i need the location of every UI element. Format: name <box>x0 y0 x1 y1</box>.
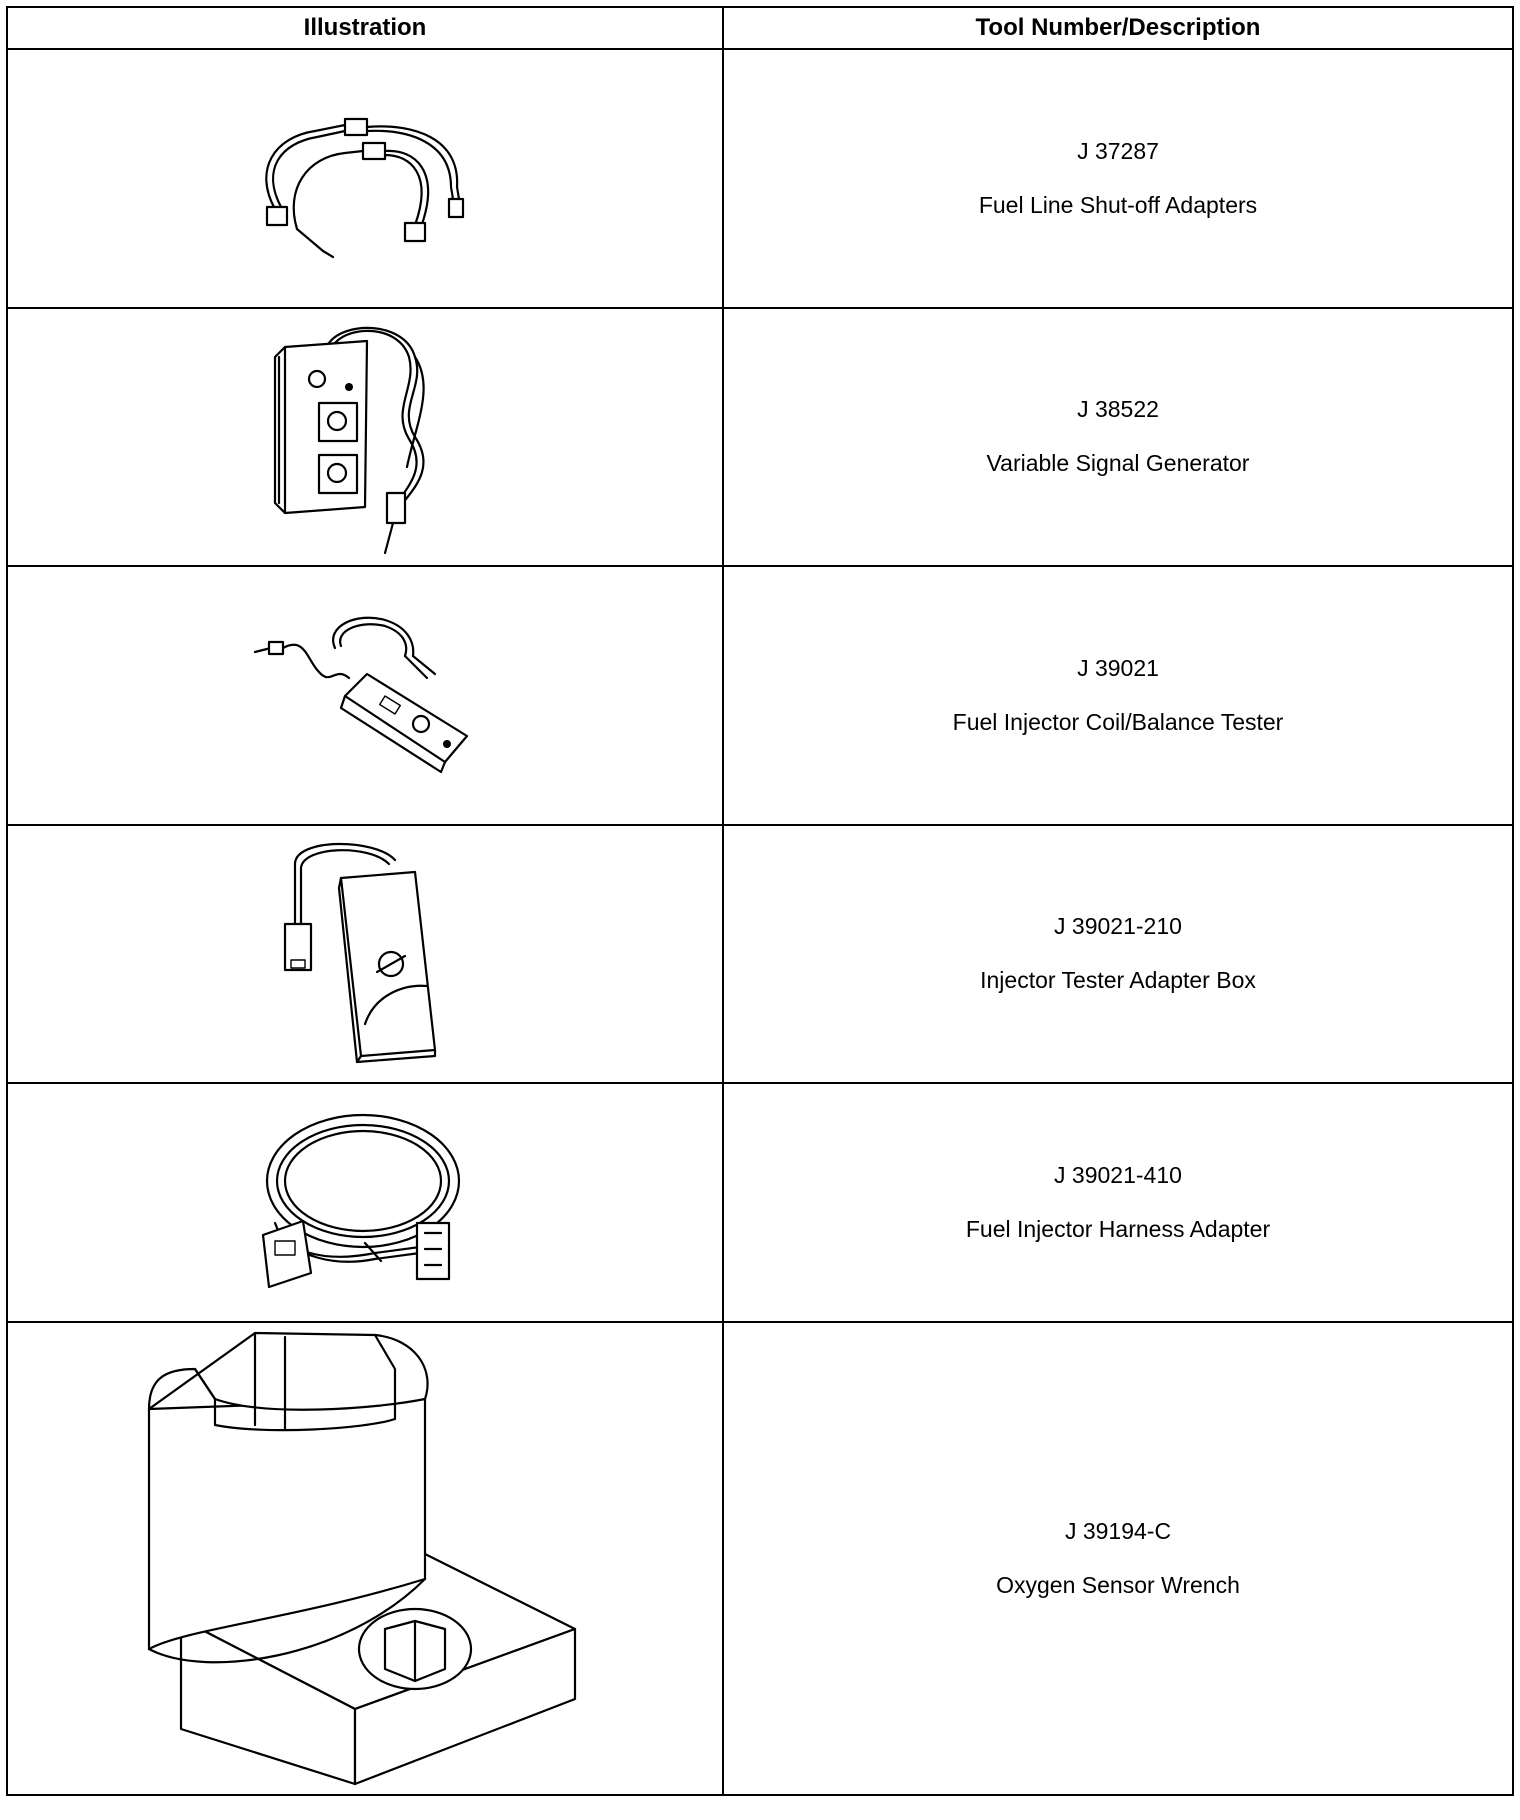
table-row: J 39194-C Oxygen Sensor Wrench <box>6 1321 1514 1796</box>
illustration-cell <box>6 307 724 567</box>
tool-number: J 39021-210 <box>1054 913 1182 940</box>
injector-tester-adapter-box-icon <box>283 842 437 1064</box>
tool-description: Fuel Line Shut-off Adapters <box>978 191 1258 218</box>
tool-number: J 39021 <box>1077 654 1159 681</box>
table-row: J 38522 Variable Signal Generator <box>6 307 1514 567</box>
illustration-cell <box>6 48 724 309</box>
injector-balance-tester-icon <box>253 616 469 773</box>
table-row: J 39021-210 Injector Tester Adapter Box <box>6 824 1514 1084</box>
oxygen-sensor-wrench-icon <box>147 1331 577 1785</box>
tool-description-cell: J 39021-410 Fuel Injector Harness Adapte… <box>722 1082 1514 1323</box>
tool-number: J 39194-C <box>1064 1517 1172 1544</box>
tool-number: J 38522 <box>1077 396 1159 423</box>
tool-number: J 37287 <box>1077 137 1159 164</box>
tool-description-cell: J 38522 Variable Signal Generator <box>722 307 1514 567</box>
table-row: J 39021-410 Fuel Injector Harness Adapte… <box>6 1082 1514 1323</box>
injector-harness-adapter-icon <box>261 1113 461 1288</box>
illustration-cell <box>6 565 724 826</box>
tool-description: Fuel Injector Coil/Balance Tester <box>952 708 1284 735</box>
tool-description: Variable Signal Generator <box>986 450 1250 476</box>
variable-signal-generator-icon <box>273 326 425 555</box>
tool-description-cell: J 39194-C Oxygen Sensor Wrench <box>722 1321 1514 1796</box>
table-row: J 39021 Fuel Injector Coil/Balance Teste… <box>6 565 1514 826</box>
illustration-cell <box>6 1082 724 1323</box>
tool-number: J 39021-410 <box>1054 1161 1182 1188</box>
special-tools-table: Illustration Tool Number/Description <box>6 6 1514 1796</box>
tool-description: Fuel Injector Harness Adapter <box>965 1215 1271 1242</box>
illustration-cell <box>6 824 724 1084</box>
tool-description: Injector Tester Adapter Box <box>980 967 1256 993</box>
tool-description: Oxygen Sensor Wrench <box>996 1571 1240 1598</box>
tool-description-cell: J 39021-210 Injector Tester Adapter Box <box>722 824 1514 1084</box>
tool-description-cell: J 37287 Fuel Line Shut-off Adapters <box>722 48 1514 309</box>
fuel-line-shutoff-adapters-icon <box>265 117 465 258</box>
table-header-row: Illustration Tool Number/Description <box>6 6 1514 50</box>
illustration-cell <box>6 1321 724 1796</box>
tool-description-cell: J 39021 Fuel Injector Coil/Balance Teste… <box>722 565 1514 826</box>
header-illustration: Illustration <box>6 6 724 50</box>
header-tool-number-description: Tool Number/Description <box>722 6 1514 50</box>
table-row: J 37287 Fuel Line Shut-off Adapters <box>6 48 1514 309</box>
